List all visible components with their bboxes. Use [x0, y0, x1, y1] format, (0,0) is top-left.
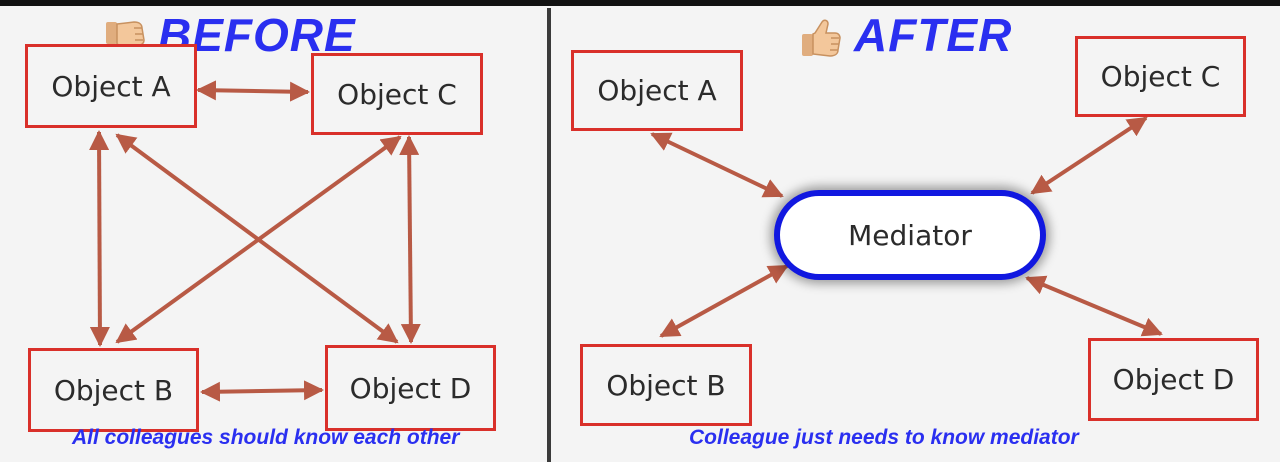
- before-object-b-label: Object B: [53, 373, 174, 407]
- before-caption: All colleagues should know each other: [72, 426, 460, 449]
- after-object-b-label: Object B: [606, 368, 726, 402]
- before-object-a: Object A: [25, 44, 197, 128]
- arrow-b-mediator: [659, 264, 789, 338]
- before-object-b: Object B: [28, 348, 199, 432]
- after-object-c: Object C: [1075, 36, 1246, 117]
- arrow-c-b: [115, 135, 402, 344]
- after-caption: Colleague just needs to know mediator: [689, 426, 1079, 449]
- arrow-a-c: [196, 80, 310, 102]
- arrow-c-d: [399, 135, 421, 344]
- after-object-d-label: Object D: [1112, 363, 1235, 396]
- arrow-c-mediator: [1030, 116, 1148, 195]
- top-border: [0, 0, 1280, 6]
- after-object-a-label: Object A: [597, 74, 717, 107]
- after-object-d: Object D: [1088, 338, 1259, 421]
- arrow-a-b: [89, 130, 110, 347]
- mediator-node: Mediator: [774, 190, 1046, 280]
- thumbs-up-icon: [800, 18, 846, 60]
- before-object-c: Object C: [311, 53, 483, 135]
- arrow-b-d: [200, 380, 324, 402]
- arrow-a-mediator: [650, 132, 784, 198]
- before-object-d: Object D: [325, 345, 496, 431]
- after-object-a: Object A: [571, 50, 743, 131]
- arrow-d-mediator: [1025, 275, 1163, 337]
- before-object-c-label: Object C: [337, 77, 457, 111]
- before-object-d-label: Object D: [349, 371, 472, 405]
- after-heading-text: AFTER: [854, 9, 1013, 61]
- after-object-c-label: Object C: [1100, 60, 1221, 93]
- mediator-label: Mediator: [848, 218, 972, 252]
- after-heading: AFTER: [800, 8, 1012, 62]
- panel-divider: [547, 8, 551, 462]
- before-object-a-label: Object A: [51, 69, 171, 103]
- after-object-b: Object B: [580, 344, 752, 426]
